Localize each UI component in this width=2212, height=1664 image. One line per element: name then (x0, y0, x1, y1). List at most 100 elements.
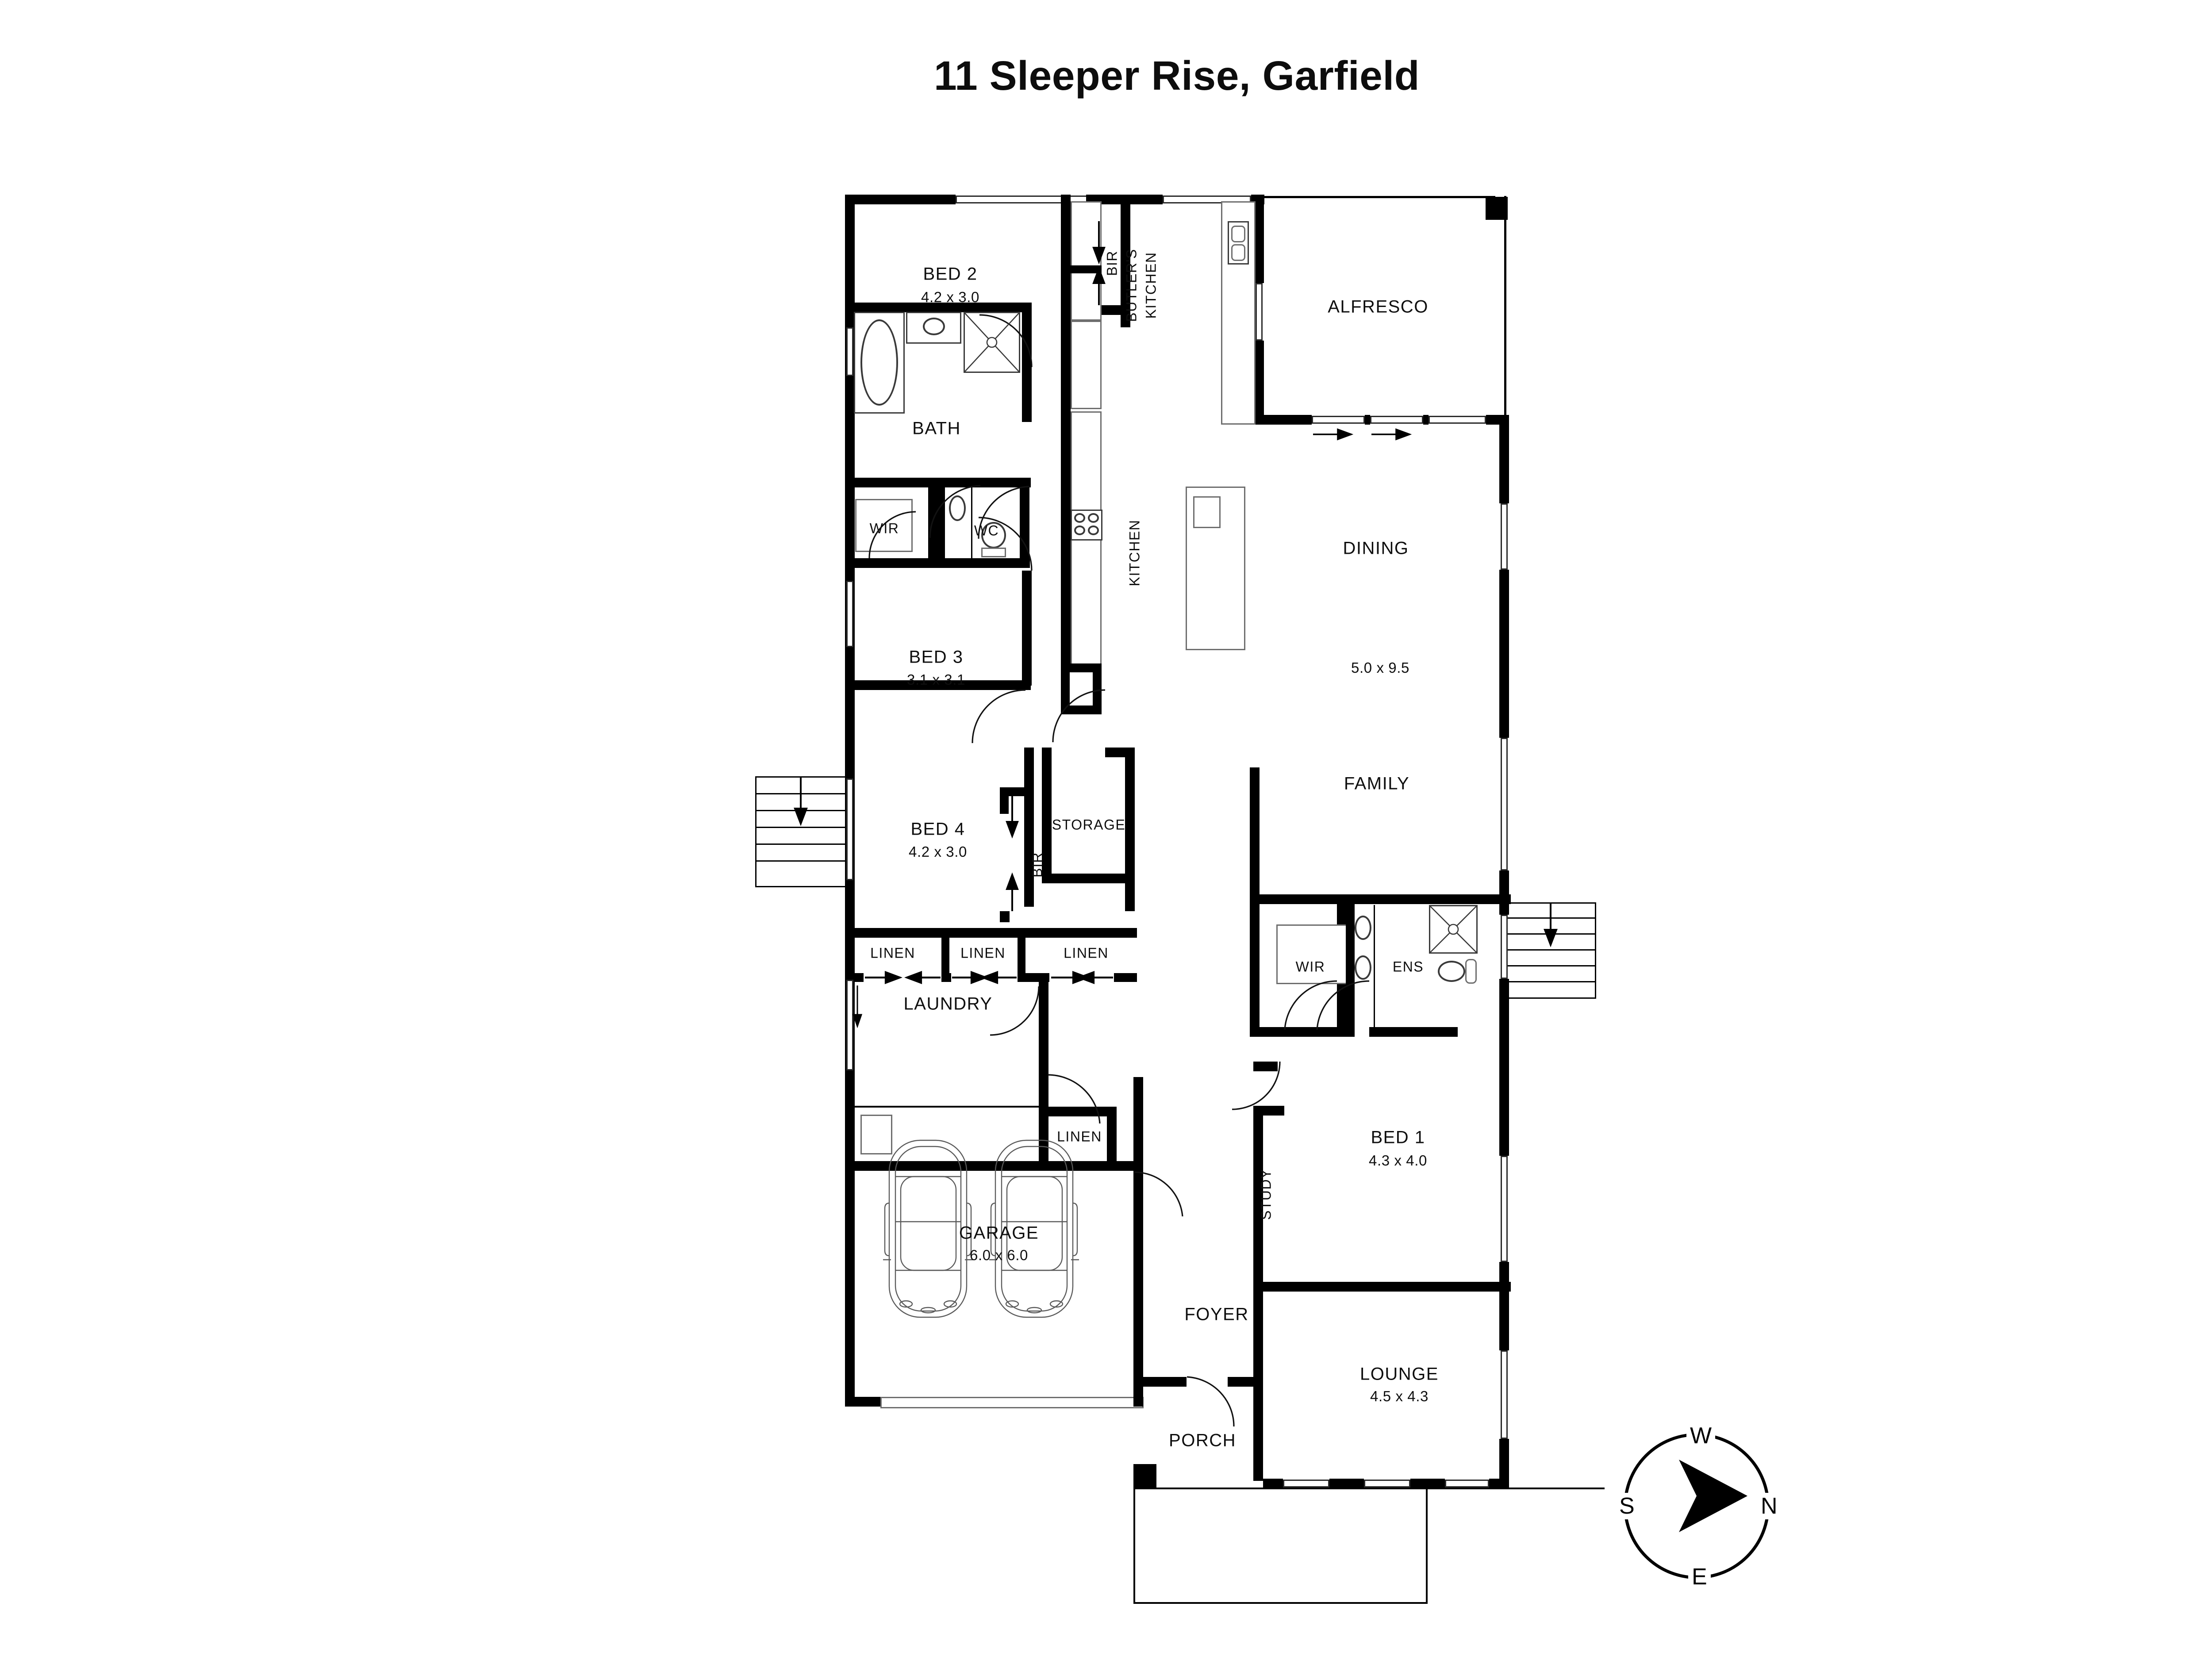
door-laundry (990, 986, 1040, 1036)
deck-right-tread-4 (1508, 965, 1596, 966)
deck-right-tread-1 (1508, 917, 1596, 919)
wall-butlers-right (1254, 195, 1264, 283)
room-label-bath: BATH (912, 418, 961, 438)
alfresco-corner-post (1486, 197, 1508, 220)
wall-linen4-right (1107, 1107, 1117, 1162)
ens-sink-1 (1355, 916, 1371, 940)
wall-laundry-bottom-run (845, 1161, 1049, 1171)
room-label-kitchen: KITCHEN (1126, 519, 1143, 587)
wall-wir-bottom (845, 558, 938, 568)
room-label-family: FAMILY (1344, 774, 1410, 794)
wall-alfresco-bottom-r (1423, 415, 1429, 425)
compass-label-west: W (1686, 1422, 1716, 1449)
wall-porch-left-pier (1133, 1464, 1156, 1488)
wall-porch-top (1133, 1377, 1187, 1387)
wall-bed4-bir-top (1000, 787, 1024, 796)
arrow-deck-right (1544, 904, 1558, 947)
room-label-ens: ENS (1392, 959, 1424, 975)
wall-bath-wc-stub (980, 478, 1031, 487)
wall-lounge-bottom-d (1489, 1479, 1509, 1488)
deck-left-tread-5 (755, 860, 846, 862)
wall-ens-left (1346, 904, 1355, 1037)
room-label-laundry: LAUNDRY (903, 994, 993, 1014)
room-label-wir-top: WIR (869, 520, 899, 537)
kitchen-return-bottom (1061, 705, 1102, 714)
exterior-wall-right-c (1499, 870, 1509, 915)
wall-lounge-bottom-b (1329, 1479, 1364, 1488)
window-laundry-left (846, 980, 853, 1070)
door-porch (1187, 1376, 1235, 1427)
deck-left-tread-2 (755, 810, 846, 811)
room-label-porch: PORCH (1169, 1430, 1236, 1450)
wall-alfresco-bottom-l (1254, 415, 1312, 425)
wc-sink (949, 495, 966, 521)
window-family-right-1 (1501, 738, 1508, 870)
room-label-linen-1: LINEN (870, 945, 915, 961)
window-lounge-bottom-1 (1283, 1480, 1329, 1488)
butlers-bench-2 (1071, 321, 1102, 409)
arrows-alfresco-sliders (1313, 428, 1412, 441)
ens-toilet-bowl (1438, 961, 1465, 982)
sliding-door-alfresco-2 (1370, 416, 1423, 424)
linen1-nib-right (941, 973, 951, 982)
wall-family-left (1250, 767, 1260, 905)
kitchen-island-sink (1193, 496, 1221, 528)
exterior-wall-right-e (1499, 1262, 1509, 1350)
kitchen-bench-left-wall (1061, 195, 1071, 672)
window-bed1-right (1501, 1156, 1508, 1262)
deck-left-tread-1 (755, 793, 846, 794)
wall-bed4-bottom (845, 928, 1137, 938)
room-dim-dining: 5.0 x 9.5 (1351, 659, 1409, 676)
wc-divider (971, 487, 972, 558)
toilet-cistern-wc (981, 548, 1006, 557)
deck-right-border-right (1595, 902, 1596, 999)
exterior-wall-top-left (845, 195, 956, 204)
window-butlers-right (1256, 283, 1263, 341)
deck-right-tread-3 (1508, 949, 1596, 951)
room-label-alfresco: ALFRESCO (1328, 297, 1429, 317)
room-dim-bed1: 4.3 x 4.0 (1369, 1152, 1427, 1169)
deck-left-border-bottom (755, 886, 846, 887)
window-lounge-bottom-2 (1364, 1480, 1410, 1488)
room-label-bed4: BED 4 (910, 819, 965, 839)
wall-wir-top-right (928, 487, 937, 566)
room-dim-bed2: 4.2 x 3.0 (921, 289, 979, 305)
compass-label-south: S (1616, 1493, 1638, 1519)
wall-wc-right (1020, 487, 1029, 567)
room-label-butlers-line1: BUTLER'S (1123, 249, 1140, 322)
wall-bed3-bottom (845, 680, 1031, 690)
deck-left-tread-3 (755, 827, 846, 828)
room-label-linen-4: LINEN (1057, 1128, 1102, 1145)
wall-bed4-bir-bottom (1000, 911, 1010, 922)
wall-linen2-right (1018, 938, 1025, 980)
deck-right-border-bottom (1508, 997, 1596, 999)
wall-laundry-right (1039, 978, 1048, 1074)
door-wir-bot (1284, 980, 1337, 1030)
porch-step-pad (1133, 1488, 1605, 1489)
deck-right-tread-5 (1508, 981, 1596, 982)
butlers-bench (1071, 201, 1102, 321)
wall-lounge-bottom-a (1263, 1479, 1283, 1488)
butlers-sink-bowl-2 (1231, 244, 1245, 261)
exterior-wall-right-a (1499, 415, 1509, 503)
room-label-study: STUDY (1258, 1169, 1274, 1220)
deck-left-border-top (755, 776, 846, 778)
wall-storage-right (1125, 748, 1135, 911)
wall-study-left (1253, 1106, 1263, 1292)
room-label-butlers-line2: KITCHEN (1143, 252, 1159, 319)
butlers-bench-divider (1071, 265, 1102, 273)
room-label-garage: GARAGE (959, 1223, 1039, 1243)
window-lounge-right (1501, 1350, 1508, 1439)
sliding-door-alfresco-1 (1312, 416, 1365, 424)
room-label-bir-top: BIR (1104, 250, 1120, 276)
deck-right-border-top (1508, 902, 1596, 904)
garage-door (880, 1397, 1144, 1408)
wall-bath-top (845, 303, 1031, 312)
wall-bed3-right (1022, 571, 1032, 686)
window-ens-right (1501, 915, 1508, 979)
laundry-bench-line (854, 1106, 1039, 1108)
ens-toilet-cistern (1465, 959, 1477, 984)
deck-right-tread-2 (1508, 933, 1596, 935)
wall-garage-right (1133, 1077, 1143, 1407)
arrow-deck-left (794, 778, 808, 826)
